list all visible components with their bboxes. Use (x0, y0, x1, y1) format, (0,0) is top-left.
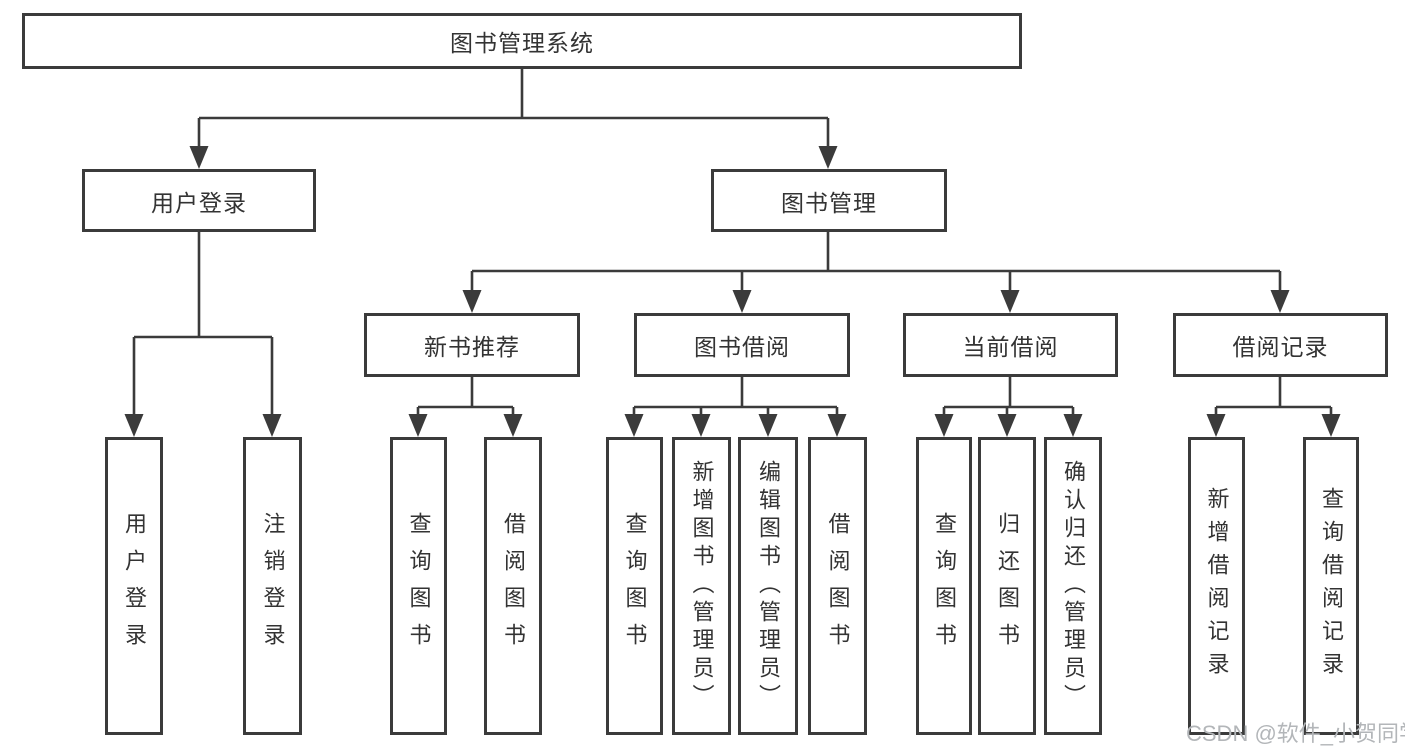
leaf-label: 查询图书 (932, 512, 957, 660)
node-label: 借阅记录 (1232, 334, 1329, 360)
leaf-confirm-return-admin: 确认归还（管理员） (1044, 437, 1102, 735)
connector-segments (132, 69, 1333, 418)
leaf-borrow-books: 借阅图书 (808, 437, 867, 735)
leaf-label: 注销登录 (260, 512, 286, 660)
leaf-borrow-books-recommend: 借阅图书 (484, 437, 542, 735)
leaf-label: 用户登录 (122, 512, 147, 660)
leaf-return-books: 归还图书 (978, 437, 1036, 735)
node-label: 用户登录 (151, 189, 247, 216)
node-library-management-system: 图书管理系统 (22, 13, 1022, 69)
node-label: 新书推荐 (424, 334, 520, 360)
leaf-logout: 注销登录 (243, 437, 302, 735)
leaf-user-login: 用户登录 (105, 437, 163, 735)
node-label: 当前借阅 (962, 334, 1059, 360)
leaf-label: 新增借阅记录 (1204, 487, 1230, 685)
leaf-label: 归还图书 (995, 512, 1020, 660)
node-label: 图书借阅 (694, 334, 790, 360)
csdn-watermark: CSDN @软件_小贺同学 (1186, 721, 1405, 746)
leaf-label: 编辑图书（管理员） (756, 460, 781, 712)
leaf-query-borrow-record: 查询借阅记录 (1303, 437, 1359, 735)
node-label: 图书管理 (781, 189, 877, 216)
node-current-borrowing: 当前借阅 (903, 313, 1118, 377)
node-borrowing-records: 借阅记录 (1173, 313, 1388, 377)
connector-arrowheads (124, 146, 1341, 437)
node-user-login: 用户登录 (82, 169, 316, 232)
leaf-query-books-current: 查询图书 (916, 437, 972, 735)
leaf-label: 查询图书 (622, 512, 648, 660)
leaf-edit-books-admin: 编辑图书（管理员） (738, 437, 798, 735)
node-new-book-recommend: 新书推荐 (364, 313, 580, 377)
node-book-borrowing: 图书借阅 (634, 313, 850, 377)
leaf-query-books-recommend: 查询图书 (390, 437, 447, 735)
leaf-label: 新增图书（管理员） (689, 460, 715, 712)
leaf-label: 借阅图书 (501, 512, 526, 660)
node-book-management: 图书管理 (711, 169, 947, 232)
leaf-add-borrow-record: 新增借阅记录 (1188, 437, 1245, 735)
leaf-label: 查询图书 (406, 512, 432, 660)
node-label: 图书管理系统 (450, 30, 594, 56)
leaf-query-books-borrow: 查询图书 (606, 437, 663, 735)
leaf-label: 查询借阅记录 (1319, 487, 1344, 685)
leaf-label: 确认归还（管理员） (1061, 460, 1086, 712)
leaf-label: 借阅图书 (825, 512, 851, 660)
leaf-add-books-admin: 新增图书（管理员） (672, 437, 731, 735)
